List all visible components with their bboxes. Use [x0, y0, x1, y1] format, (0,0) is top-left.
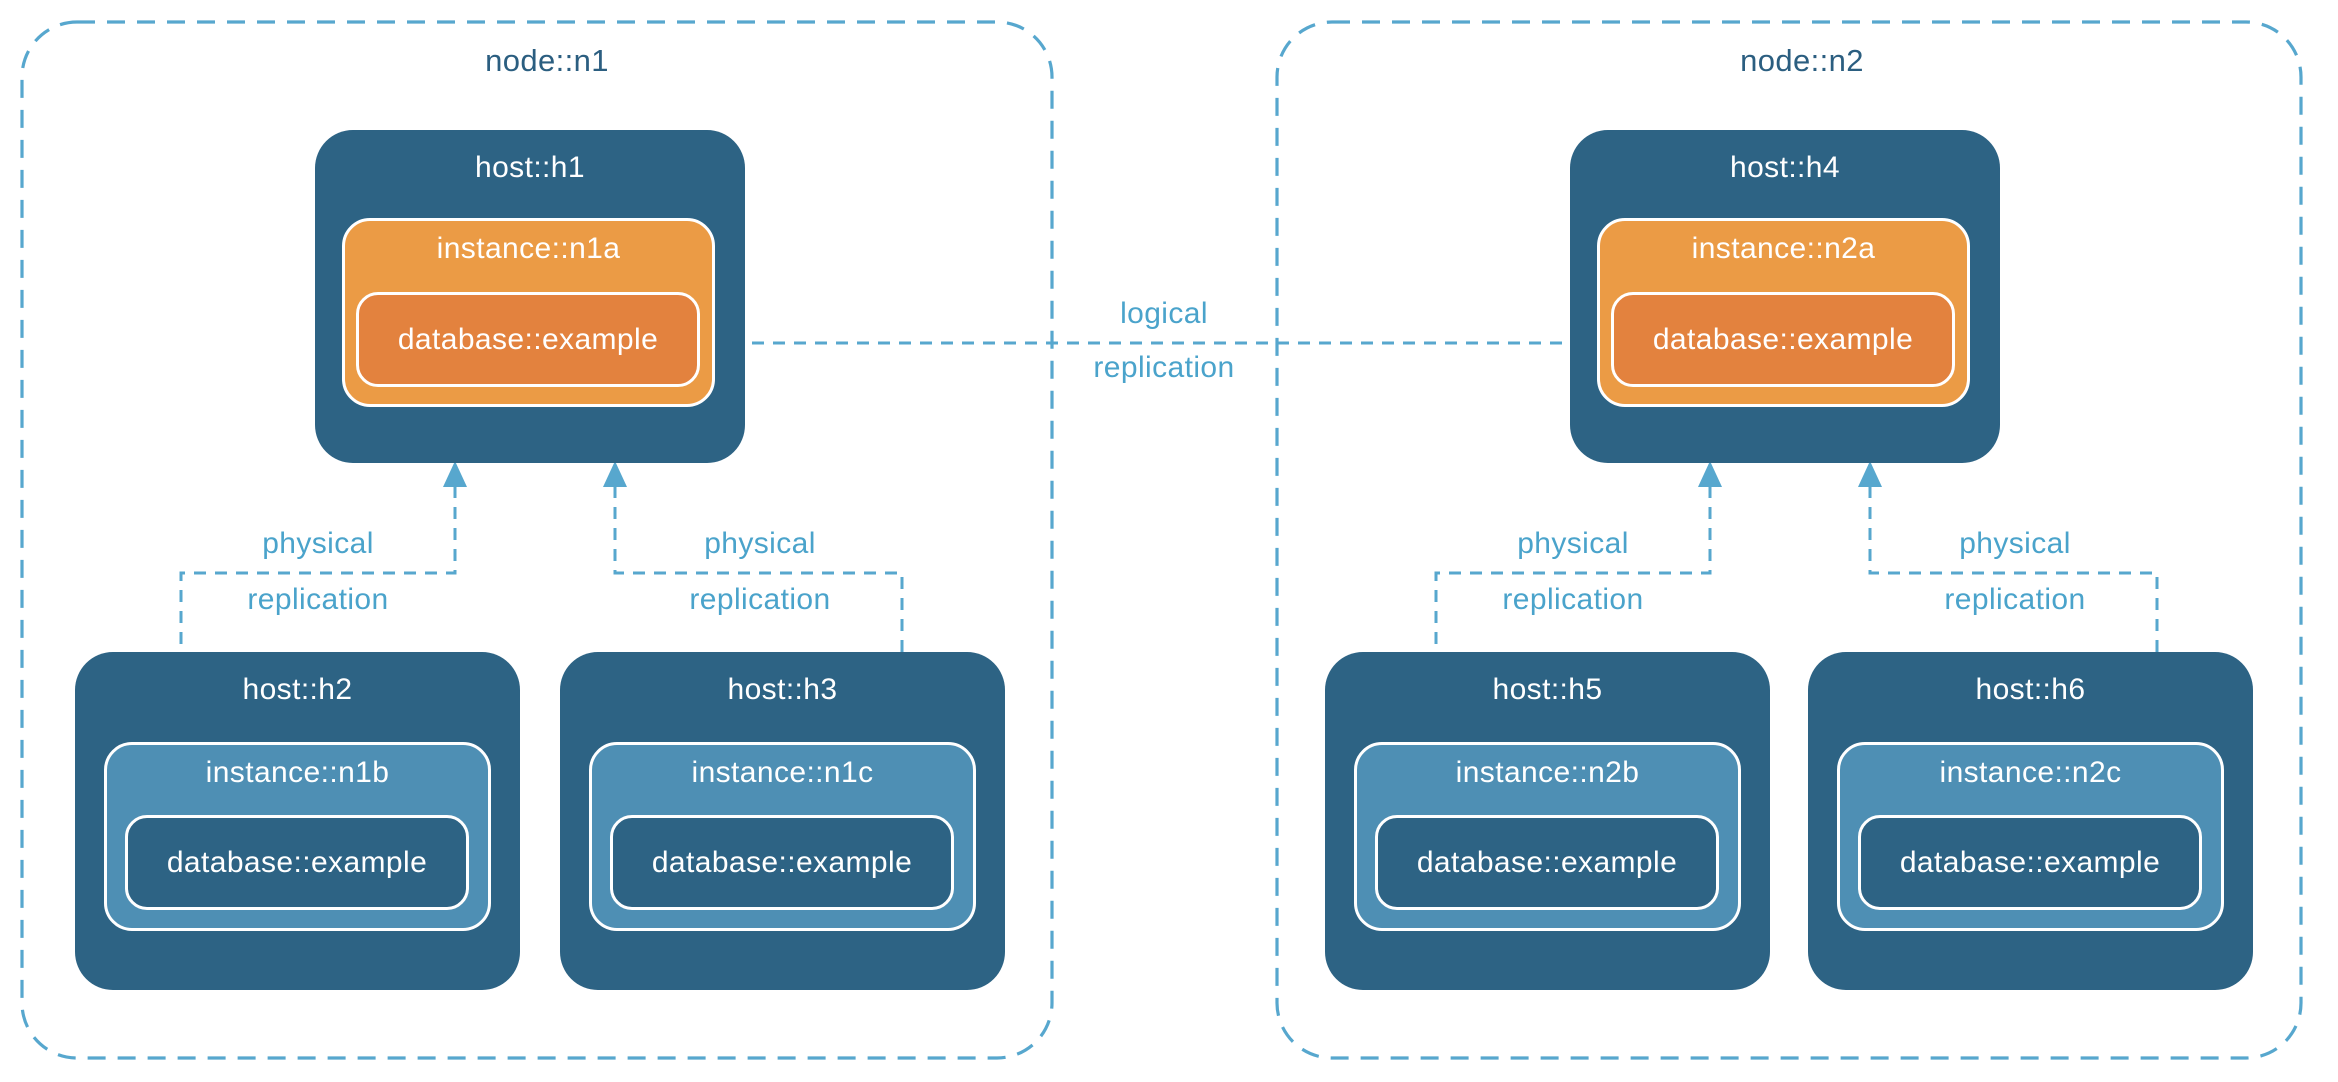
- instance-n2a-label: instance::n2a: [1691, 232, 1876, 265]
- database-n2b-box: database::example: [1375, 815, 1719, 910]
- host-h4-box: host::h4 instance::n2a database::example: [1570, 130, 2000, 463]
- instance-n1c-box: instance::n1c database::example: [589, 742, 976, 931]
- node-n2-title: node::n2: [1740, 43, 1864, 78]
- host-h1-box: host::h1 instance::n1a database::example: [315, 130, 745, 463]
- instance-n1b-box: instance::n1b database::example: [104, 742, 491, 931]
- host-h6-label: host::h6: [1975, 673, 2086, 706]
- database-n1a-label: database::example: [397, 322, 659, 356]
- host-h3-label: host::h3: [727, 673, 838, 706]
- host-h5-label: host::h5: [1492, 673, 1603, 706]
- database-n2a-label: database::example: [1652, 322, 1914, 356]
- host-h2-box: host::h2 instance::n1b database::example: [75, 652, 520, 990]
- physical-replication-label-h6: physical replication: [1944, 527, 2086, 616]
- physical-replication-label-h3: physical replication: [689, 527, 831, 616]
- database-n2c-box: database::example: [1858, 815, 2202, 910]
- database-n2c-label: database::example: [1899, 845, 2161, 879]
- instance-n2c-box: instance::n2c database::example: [1837, 742, 2224, 931]
- database-n2a-box: database::example: [1611, 292, 1955, 387]
- instance-n2b-label: instance::n2b: [1455, 756, 1640, 789]
- logical-replication-label: logical replication: [1093, 297, 1235, 384]
- host-h4-label: host::h4: [1730, 151, 1840, 184]
- database-n1c-label: database::example: [651, 845, 913, 879]
- database-n1a-box: database::example: [356, 292, 700, 387]
- database-n1b-label: database::example: [166, 845, 428, 879]
- instance-n2b-box: instance::n2b database::example: [1354, 742, 1741, 931]
- instance-n2a-box: instance::n2a database::example: [1597, 218, 1970, 407]
- database-n2b-label: database::example: [1416, 845, 1678, 879]
- host-h2-label: host::h2: [242, 673, 353, 706]
- instance-n1a-box: instance::n1a database::example: [342, 218, 715, 407]
- node-n1-dashed-border: [20, 20, 1054, 1060]
- database-n1c-box: database::example: [610, 815, 954, 910]
- physical-replication-label-h5: physical replication: [1502, 527, 1644, 616]
- host-h5-box: host::h5 instance::n2b database::example: [1325, 652, 1770, 990]
- node-n1-title: node::n1: [485, 43, 609, 78]
- database-n1b-box: database::example: [125, 815, 469, 910]
- host-h3-box: host::h3 instance::n1c database::example: [560, 652, 1005, 990]
- instance-n1a-label: instance::n1a: [436, 232, 621, 265]
- instance-n1c-label: instance::n1c: [691, 756, 874, 789]
- node-n2-dashed-border: [1275, 20, 2303, 1060]
- instance-n2c-label: instance::n2c: [1939, 756, 2122, 789]
- host-h1-label: host::h1: [475, 151, 585, 184]
- instance-n1b-label: instance::n1b: [205, 756, 390, 789]
- physical-replication-label-h2: physical replication: [247, 527, 389, 616]
- host-h6-box: host::h6 instance::n2c database::example: [1808, 652, 2253, 990]
